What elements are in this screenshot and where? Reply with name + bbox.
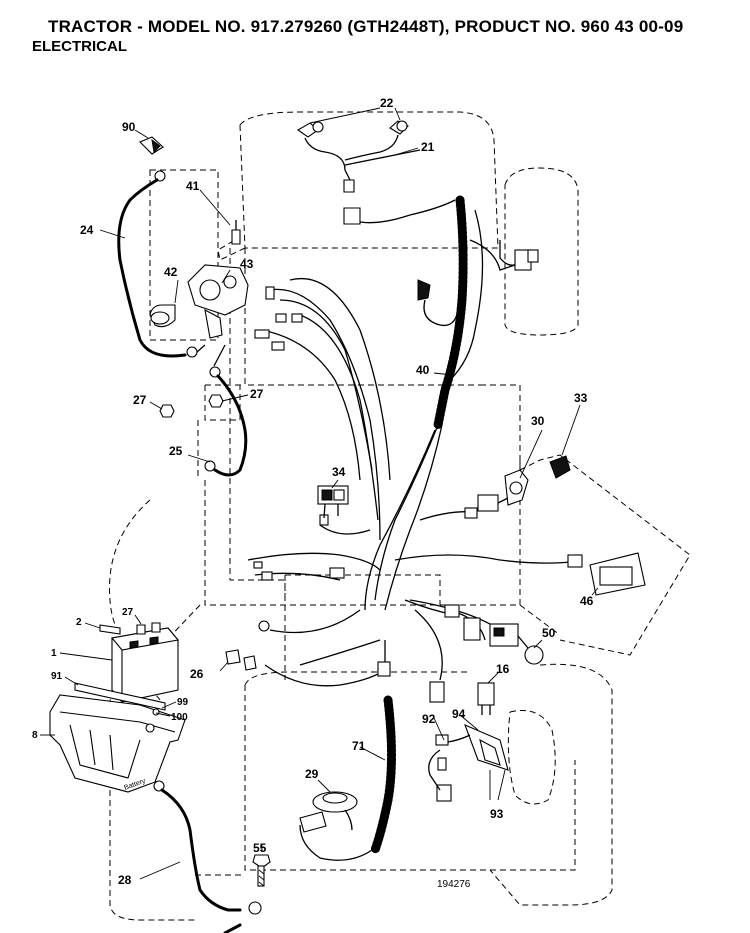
callout-27b: 27 — [250, 387, 264, 401]
battery-1 — [99, 622, 180, 703]
page-title: TRACTOR - MODEL NO. 917.279260 (GTH2448T… — [48, 17, 684, 36]
callout-29: 29 — [305, 767, 319, 781]
callout-27c: 27 — [122, 607, 134, 618]
callout-71: 71 — [352, 739, 366, 753]
callout-16: 16 — [496, 662, 510, 676]
callout-24: 24 — [80, 223, 94, 237]
callout-50: 50 — [542, 626, 556, 640]
cable-24 — [117, 136, 206, 358]
tractor-outline — [109, 111, 691, 921]
callout-100: 100 — [171, 712, 188, 723]
callout-34: 34 — [332, 465, 346, 479]
callout-2: 2 — [76, 617, 82, 628]
callouts: 90 41 24 42 43 22 21 27 27 25 40 34 30 3… — [32, 96, 594, 887]
callout-28: 28 — [118, 873, 132, 887]
front-plug — [417, 240, 539, 327]
callout-22: 22 — [380, 96, 394, 110]
pto-clutch-29 — [299, 791, 358, 833]
callout-46: 46 — [580, 594, 594, 608]
leader-lines — [40, 107, 599, 880]
callout-91: 91 — [51, 671, 63, 682]
callout-1: 1 — [51, 648, 57, 659]
callout-90: 90 — [122, 120, 136, 134]
callout-93: 93 — [490, 807, 504, 821]
battery-strap-91 — [74, 682, 166, 711]
callout-40: 40 — [416, 363, 430, 377]
callout-92: 92 — [422, 712, 436, 726]
relay-16 — [477, 682, 495, 715]
cable-25 — [204, 344, 248, 477]
callout-33: 33 — [574, 391, 588, 405]
harness-connectors — [253, 286, 583, 802]
light-switch-34 — [317, 485, 349, 519]
callout-27a: 27 — [133, 393, 147, 407]
headlight-assembly — [296, 120, 456, 225]
callout-42: 42 — [164, 265, 178, 279]
switch-50 — [463, 617, 544, 665]
seat-switch-assembly — [428, 710, 556, 805]
hour-meter-46 — [589, 552, 646, 596]
terminal-lead-26 — [225, 620, 270, 671]
callout-25: 25 — [169, 444, 183, 458]
bolt-55 — [252, 854, 271, 887]
callout-55: 55 — [253, 841, 267, 855]
callout-8: 8 — [32, 730, 38, 741]
page-subtitle: ELECTRICAL — [32, 38, 127, 55]
diagram-number: 194276 — [437, 879, 471, 890]
starter-solenoid-43 — [149, 220, 249, 339]
callout-26: 26 — [190, 667, 204, 681]
rear-harness-conduit-71 — [299, 695, 396, 861]
callout-43: 43 — [240, 257, 254, 271]
battery-tray-8 — [49, 694, 186, 793]
callout-99: 99 — [177, 697, 189, 708]
nuts-27 — [159, 394, 224, 418]
callout-30: 30 — [531, 414, 545, 428]
cable-28 — [153, 780, 262, 933]
callout-21: 21 — [421, 140, 435, 154]
main-harness-conduit — [364, 195, 516, 611]
ignition-switch-30 — [477, 455, 571, 512]
callout-41: 41 — [186, 179, 200, 193]
callout-94: 94 — [452, 707, 466, 721]
